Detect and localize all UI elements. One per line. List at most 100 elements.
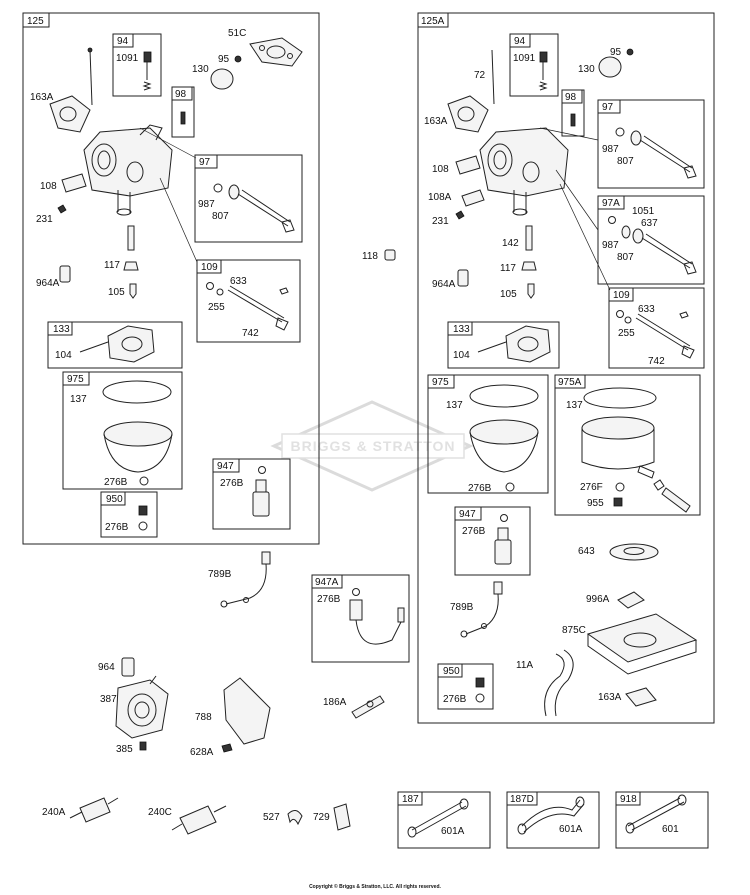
label-276b-left-2: 276B (220, 478, 244, 489)
label-133-right: 133 (453, 324, 470, 335)
label-1051: 1051 (632, 206, 655, 217)
carburetor-left (49, 47, 173, 216)
tube-11a (544, 649, 574, 717)
label-108a: 108A (428, 192, 452, 203)
frame-125 (22, 12, 320, 545)
float-left (79, 325, 155, 363)
fitting-186a (351, 695, 385, 719)
solenoid-947a (349, 588, 405, 645)
label-240a: 240A (42, 807, 66, 818)
label-807-right-1: 807 (617, 156, 634, 167)
label-875c: 875C (562, 625, 586, 636)
label-276b-left-1: 276B (104, 477, 128, 488)
float-bowl-left (103, 421, 173, 473)
label-742-left: 742 (242, 328, 259, 339)
label-117-left: 117 (104, 260, 120, 271)
label-807-right-2: 807 (617, 252, 634, 263)
label-601: 601 (662, 824, 679, 835)
screw-105-left (129, 283, 137, 299)
label-104-left: 104 (55, 350, 72, 361)
label-105-right: 105 (500, 289, 517, 300)
label-142: 142 (502, 238, 519, 249)
gasket-163a-bottom (625, 687, 657, 707)
bracket-996a (617, 591, 645, 609)
label-186a: 186A (323, 697, 347, 708)
label-276f: 276F (580, 482, 603, 493)
choke-shaft-97a (608, 216, 697, 275)
gasket-108-right (455, 155, 481, 175)
label-987-right-2: 987 (602, 240, 619, 251)
label-807-left: 807 (212, 211, 229, 222)
label-1091-right: 1091 (513, 53, 536, 64)
label-108-left: 108 (40, 181, 57, 192)
label-276b-right-3: 276B (443, 694, 467, 705)
gasket-137-right (469, 384, 539, 408)
label-633-left: 633 (230, 276, 247, 287)
label-947-right: 947 (459, 509, 476, 520)
label-163a-bottom: 163A (598, 692, 622, 703)
label-987-left: 987 (198, 199, 215, 210)
needle-valve-left (142, 51, 152, 91)
label-187d: 187D (510, 794, 534, 805)
label-95-left: 95 (218, 54, 230, 65)
label-163a-right: 163A (424, 116, 448, 127)
label-950-left: 950 (106, 494, 123, 505)
label-975-left: 975 (67, 374, 84, 385)
label-276b-right-1: 276B (468, 483, 492, 494)
plug-95-left (234, 55, 242, 63)
label-601a-2: 601A (559, 824, 583, 835)
clamp-527 (287, 810, 303, 826)
float-bowl-975a (581, 416, 655, 479)
sleeve-964a-left (59, 265, 71, 283)
label-118: 118 (362, 251, 378, 262)
label-125a: 125A (421, 16, 445, 27)
fuel-pump-387 (115, 675, 169, 739)
diaphragm-643 (609, 543, 659, 561)
label-387: 387 (100, 694, 117, 705)
jet-142 (525, 225, 533, 251)
washer-276b-left-1 (139, 476, 149, 486)
watermark-logo: BRIGGS & STRATTON (270, 400, 474, 492)
label-742-right: 742 (648, 356, 665, 367)
gasket-975a (583, 387, 657, 409)
label-601a-1: 601A (441, 826, 465, 837)
label-276b-left-3: 276B (105, 522, 129, 533)
label-72: 72 (474, 70, 486, 81)
nut-117-right (521, 261, 537, 271)
plug-95-right (626, 48, 634, 56)
label-125: 125 (27, 16, 44, 27)
label-95-right: 95 (610, 47, 622, 58)
label-918: 918 (620, 794, 637, 805)
solenoid-947-left (252, 466, 270, 517)
label-240c: 240C (148, 807, 172, 818)
label-97-left: 97 (199, 157, 211, 168)
label-133-left: 133 (53, 324, 70, 335)
label-97-right: 97 (602, 102, 614, 113)
label-975-right: 975 (432, 377, 449, 388)
fuel-filter-240c (171, 805, 227, 835)
label-276b-947a: 276B (317, 594, 341, 605)
screw-98-right (570, 113, 576, 127)
screw-231-left (57, 204, 67, 214)
screw-231-right (455, 210, 465, 220)
plug-118 (384, 249, 396, 261)
label-163a-left: 163A (30, 92, 54, 103)
frame-125a (417, 12, 715, 724)
needle-valve-right (538, 51, 548, 91)
plug-950-left (138, 505, 148, 516)
label-947a: 947A (315, 577, 339, 588)
sleeve-964a-right (457, 269, 469, 287)
wire-789b-left (220, 551, 271, 608)
label-955: 955 (587, 498, 604, 509)
label-130-right: 130 (578, 64, 595, 75)
plate-130-left (210, 68, 234, 90)
label-94-left: 94 (117, 36, 129, 47)
label-628a: 628A (190, 747, 214, 758)
fuel-filter-240a (69, 797, 119, 823)
label-94-right: 94 (514, 36, 526, 47)
clip-729 (333, 803, 351, 831)
leader-lines (139, 127, 611, 291)
stud-72 (491, 49, 495, 105)
screw-98-left (180, 111, 186, 125)
gasket-108-left (61, 173, 87, 193)
